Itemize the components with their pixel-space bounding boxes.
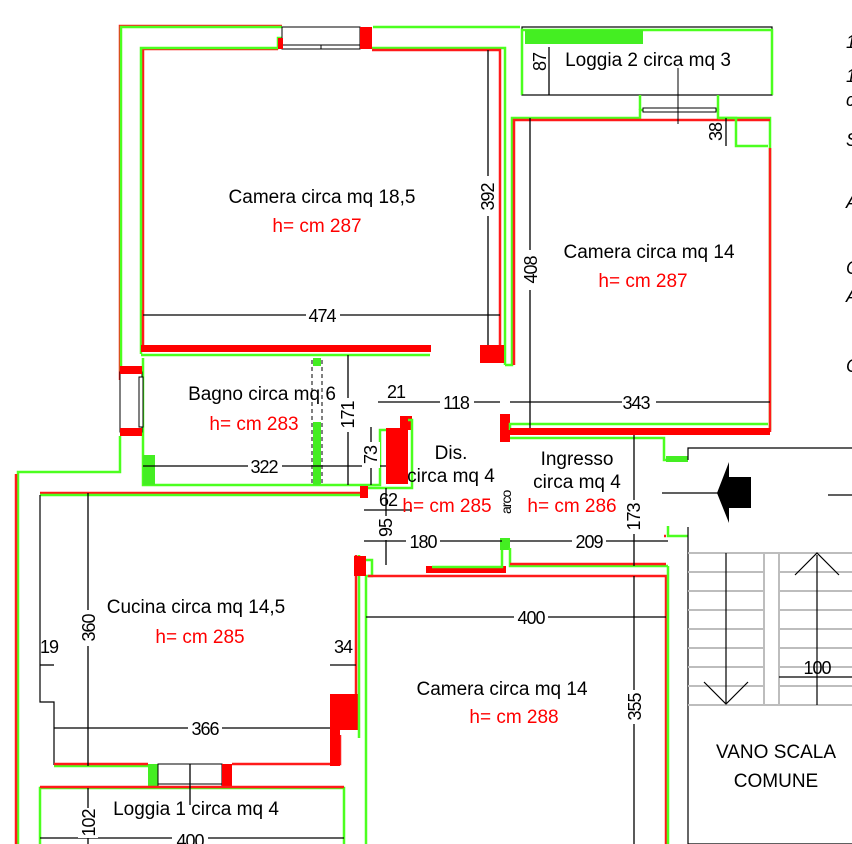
room-label-vano-scala-line1: VANO SCALA bbox=[716, 742, 836, 763]
room-height-camera2: h= cm 287 bbox=[598, 271, 687, 292]
dimension-73: 73 bbox=[361, 445, 381, 464]
camera3-walls bbox=[368, 526, 688, 844]
dimension-474: 474 bbox=[308, 306, 336, 326]
dimension-labels: 474 392 408 87 38 343 118 21 171 73 322 … bbox=[40, 52, 832, 844]
loggia-1 bbox=[38, 785, 346, 844]
dimension-400-camera: 400 bbox=[517, 608, 545, 628]
entrance-arrow-icon bbox=[662, 462, 852, 523]
legend-fragment: A bbox=[845, 192, 852, 212]
loggia-2 bbox=[520, 26, 774, 148]
room-height-ingresso: h= cm 286 bbox=[527, 496, 616, 517]
dimension-21: 21 bbox=[387, 382, 406, 402]
room-label-cucina: Cucina circa mq 14,5 bbox=[107, 597, 285, 618]
legend-fragment: A bbox=[845, 286, 852, 306]
room-label-camera3: Camera circa mq 14 bbox=[416, 679, 587, 700]
legend-fragments: 1 1 c S A C A C bbox=[845, 32, 852, 376]
dimension-34: 34 bbox=[334, 637, 353, 657]
dimension-180: 180 bbox=[409, 532, 437, 552]
dimension-322: 322 bbox=[250, 457, 278, 477]
room-label-dis-line2: circa mq 4 bbox=[407, 466, 495, 487]
cucina-walls bbox=[39, 491, 374, 844]
dimension-19: 19 bbox=[40, 637, 59, 657]
stairwell bbox=[687, 447, 852, 844]
dimension-171: 171 bbox=[338, 401, 358, 429]
dimension-392: 392 bbox=[478, 183, 498, 211]
room-height-camera3: h= cm 288 bbox=[469, 707, 558, 728]
room-label-camera1: Camera circa mq 18,5 bbox=[229, 187, 416, 208]
stair-up-arrowhead bbox=[794, 552, 840, 576]
legend-fragment: 1 bbox=[846, 66, 852, 86]
room-label-camera2: Camera circa mq 14 bbox=[563, 242, 734, 263]
dimension-408: 408 bbox=[521, 256, 541, 284]
room-label-bagno: Bagno circa mq 6 bbox=[188, 384, 336, 405]
room-height-bagno: h= cm 283 bbox=[209, 414, 298, 435]
legend-fragment: C bbox=[846, 356, 852, 376]
dimension-360: 360 bbox=[79, 614, 99, 642]
dimension-102: 102 bbox=[79, 809, 99, 837]
dimension-100: 100 bbox=[803, 658, 831, 678]
dimension-38: 38 bbox=[706, 122, 726, 141]
room-label-vano-scala-line2: COMUNE bbox=[734, 771, 818, 792]
dimension-62: 62 bbox=[379, 490, 398, 510]
arco-label: arco bbox=[498, 490, 514, 514]
room-label-dis-line1: Dis. bbox=[435, 443, 468, 464]
room-height-cucina: h= cm 285 bbox=[155, 627, 244, 648]
wall-camera1-bagno bbox=[141, 108, 772, 432]
dimension-95: 95 bbox=[376, 518, 396, 537]
dimension-366: 366 bbox=[191, 719, 219, 739]
room-height-dis: h= cm 285 bbox=[402, 496, 491, 517]
dimension-173: 173 bbox=[624, 503, 644, 531]
dimension-118: 118 bbox=[443, 393, 470, 413]
dimension-400-loggia: 400 bbox=[176, 831, 204, 844]
legend-fragment: C bbox=[846, 258, 852, 278]
window-camera1 bbox=[278, 26, 372, 50]
dimension-355: 355 bbox=[625, 693, 645, 721]
legend-fragment: 1 bbox=[846, 32, 852, 52]
room-label-ingresso-line1: Ingresso bbox=[541, 449, 614, 470]
dimension-209: 209 bbox=[575, 532, 603, 552]
room-height-camera1: h= cm 287 bbox=[272, 216, 361, 237]
legend-fragment: S bbox=[846, 130, 852, 150]
dimension-87: 87 bbox=[530, 52, 550, 71]
legend-fragment: c bbox=[846, 90, 852, 110]
room-label-loggia2: Loggia 2 circa mq 3 bbox=[565, 50, 731, 71]
room-label-loggia1: Loggia 1 circa mq 4 bbox=[113, 799, 279, 820]
room-label-ingresso-line2: circa mq 4 bbox=[533, 472, 621, 493]
dimension-343: 343 bbox=[622, 393, 650, 413]
stair-down-arrowhead bbox=[703, 681, 749, 705]
